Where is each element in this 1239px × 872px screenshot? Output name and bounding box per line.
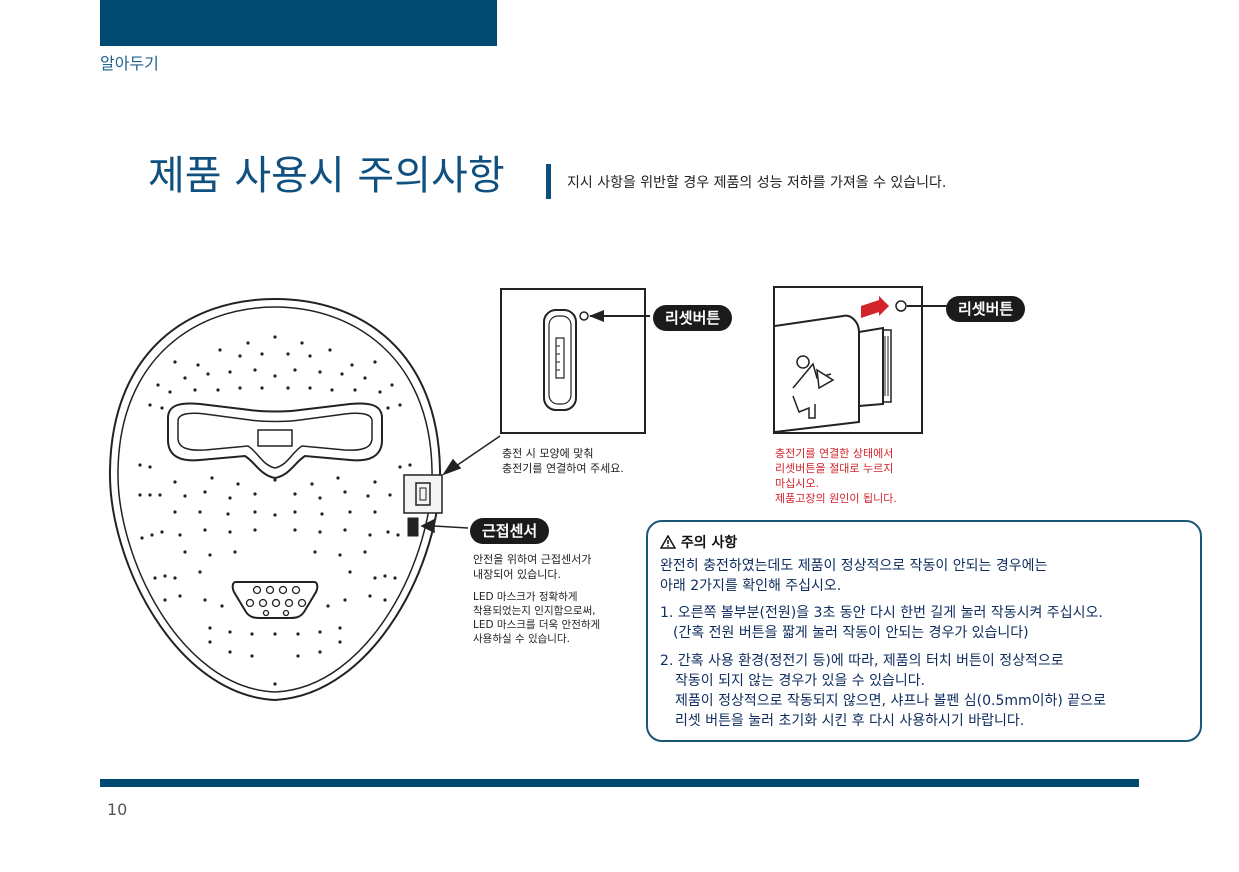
sensor-desc-1: 안전을 위하여 근접센서가 내장되어 있습니다.: [473, 553, 592, 581]
caution-intro: 완전히 충전하였는데도 제품이 정상적으로 작동이 안되는 경우에는 아래 2가…: [660, 558, 1048, 594]
caution-title: 주의 사항: [659, 532, 738, 552]
page-title: 제품 사용시 주의사항: [148, 153, 505, 199]
footer-rule: [100, 779, 1139, 787]
page-number: 10: [107, 800, 128, 819]
header-bar: [100, 0, 497, 46]
caution-item-2: 2. 간혹 사용 환경(정전기 등)에 따라, 제품의 터치 버튼이 정상적으로…: [660, 653, 1106, 729]
warning-icon: [659, 534, 677, 549]
sensor-desc-2: LED 마스크가 정확하게 착용되었는지 인지함으로써, LED 마스크를 더욱…: [473, 591, 601, 645]
title-divider: [546, 164, 551, 199]
led-dots: [138, 335, 412, 686]
caution-box: [646, 520, 1202, 742]
section-label: 알아두기: [100, 54, 159, 73]
charger-connected-figure: [773, 286, 949, 434]
mask-icon: [108, 297, 443, 702]
page-subtitle: 지시 사항을 위반할 경우 제품의 성능 저하를 가져올 수 있습니다.: [567, 175, 947, 191]
leader-lines: [420, 435, 501, 534]
caution-title-text: 주의 사항: [680, 535, 738, 551]
proximity-sensor-tag: 근접센서: [470, 518, 550, 544]
charging-port-figure: [500, 288, 650, 434]
reset-warning-caption: 충전기를 연결한 상태에서 리셋버튼을 절대로 누르지 마십시오. 제품고장의 …: [775, 447, 897, 505]
reset-button-tag-2: 리셋버튼: [946, 296, 1026, 322]
caution-item-1: 1. 오른쪽 볼부분(전원)을 3초 동안 다시 한번 길게 눌러 작동시켜 주…: [660, 605, 1103, 641]
reset-button-tag-1: 리셋버튼: [653, 305, 733, 331]
charging-caption: 충전 시 모양에 맞춰 충전기를 연결하여 주세요.: [502, 447, 624, 475]
